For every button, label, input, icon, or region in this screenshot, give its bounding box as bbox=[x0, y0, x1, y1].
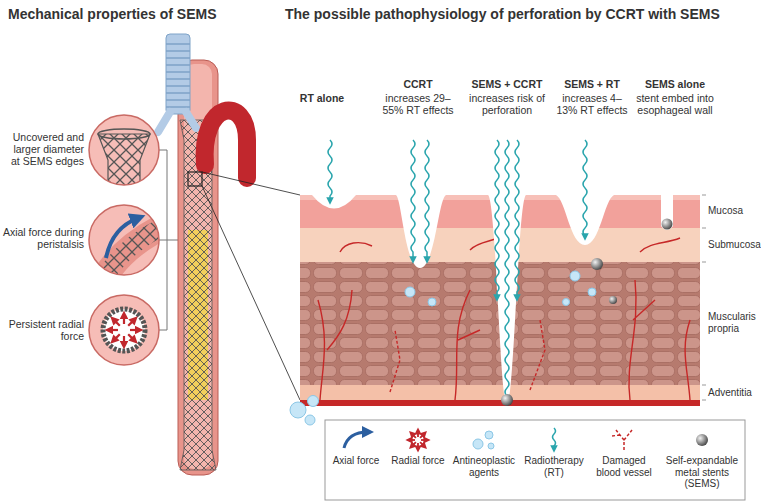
property-label: Axial force during peristalsis bbox=[2, 226, 84, 250]
bracket-line bbox=[159, 150, 180, 330]
layer-label: Adventitia bbox=[708, 387, 760, 399]
column-note: increases 4–13% RT effects bbox=[554, 92, 630, 116]
stent bbox=[180, 120, 216, 470]
stent-ring bbox=[103, 309, 145, 351]
circle-border bbox=[89, 205, 159, 275]
layer-label: Muscularis propria bbox=[708, 311, 760, 334]
aorta bbox=[205, 110, 247, 178]
zoom-box bbox=[188, 172, 202, 186]
legend-label: Damaged blood vessel bbox=[590, 455, 658, 478]
property-label: Persistent radial force bbox=[2, 318, 84, 342]
layer-label: Mucosa bbox=[708, 205, 760, 217]
legend-label: Axial force bbox=[326, 455, 386, 467]
lesions bbox=[312, 195, 673, 405]
bronchi bbox=[158, 112, 196, 132]
column-note: increases risk of perforation bbox=[469, 92, 545, 116]
legend-label: Self-expandable metal stents (SEMS) bbox=[660, 455, 744, 490]
legend-bubble-icon bbox=[473, 431, 494, 449]
legend-axial-icon bbox=[344, 432, 368, 448]
circle-ground bbox=[89, 295, 159, 365]
column-heading: RT alone bbox=[284, 92, 360, 104]
legend-radial-icon bbox=[409, 431, 427, 449]
bracket bbox=[159, 150, 180, 330]
stent-edge bbox=[98, 134, 150, 192]
legend-label: Radial force bbox=[388, 455, 448, 467]
trachea-tube bbox=[166, 34, 190, 114]
radial-force-circle bbox=[89, 295, 159, 365]
blood-vessel bbox=[300, 400, 700, 406]
adventitia-layer bbox=[300, 385, 700, 400]
panel-title: Mechanical properties of SEMS bbox=[8, 6, 278, 22]
layer-ticks bbox=[702, 195, 706, 400]
column-heading: SEMS + RT bbox=[554, 78, 630, 90]
radial-arrows bbox=[109, 315, 139, 345]
layer-label: Submucosa bbox=[708, 239, 760, 251]
radiotherapy-waves bbox=[328, 140, 587, 401]
shallow-ulcer bbox=[312, 195, 356, 209]
legend-label: Antineoplastic agents bbox=[450, 455, 518, 478]
column-heading: SEMS alone bbox=[634, 78, 716, 90]
stent-rim bbox=[98, 129, 150, 139]
zoom-line bbox=[202, 172, 300, 400]
circle-border bbox=[89, 115, 159, 185]
legend-wave-icon bbox=[553, 428, 556, 449]
column-note: stent embed into esophageal wall bbox=[634, 92, 716, 116]
column-heading: SEMS + CCRT bbox=[469, 78, 545, 90]
legend-stent-icon bbox=[696, 434, 708, 446]
esophagus-bend bbox=[100, 228, 160, 285]
trachea-rings bbox=[166, 44, 190, 107]
legend-box bbox=[325, 420, 745, 500]
axial-force-circle bbox=[86, 202, 162, 285]
tissue-section bbox=[300, 195, 706, 406]
legend-label: Radiotherapy (RT) bbox=[520, 455, 588, 478]
legend-vessel-icon bbox=[612, 430, 632, 450]
trachea bbox=[158, 34, 196, 132]
column-note: increases 29–55% RT effects bbox=[380, 92, 456, 116]
column-heading: CCRT bbox=[380, 78, 456, 90]
stent-embedding bbox=[661, 195, 673, 230]
stent-particles bbox=[501, 219, 673, 407]
stent-edge-circle bbox=[86, 112, 162, 192]
axial-arrow bbox=[106, 218, 138, 258]
panel-title: The possible pathophysiology of perforat… bbox=[285, 6, 757, 22]
deep-ulcer bbox=[396, 195, 446, 268]
antineoplastic-bubbles bbox=[290, 271, 596, 425]
property-label: Uncovered and larger diameter at SEMS ed… bbox=[2, 131, 84, 167]
stent-bend bbox=[100, 228, 160, 285]
